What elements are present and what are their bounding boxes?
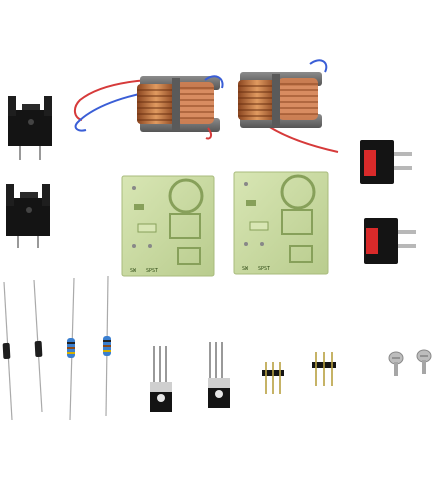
resistor-1 [67, 277, 75, 421]
rocker-switch-bottom [364, 218, 416, 264]
pcb-left: SW SPST [121, 175, 215, 277]
transistor-2 [208, 342, 230, 408]
heatsink-top [8, 96, 52, 160]
diode-2 [33, 279, 43, 413]
rocker-switch-top [360, 140, 412, 184]
transformer-right [238, 59, 339, 153]
resistor-2 [103, 275, 111, 417]
heatsink-bottom [6, 184, 50, 248]
pcb-left-label-sw: SW [130, 268, 137, 274]
screw-1 [388, 351, 404, 376]
pcb-left-label-spst: SPST [146, 268, 158, 274]
pin-header-1 [262, 362, 284, 394]
pcb-right: SW SPST [233, 171, 329, 275]
pcb-right-label-sw: SW [242, 266, 249, 272]
transformer-left [74, 75, 224, 140]
diode-1 [2, 281, 13, 421]
screw-2 [416, 349, 432, 374]
pcb-right-label-spst: SPST [258, 266, 270, 272]
transistor-1 [150, 346, 172, 412]
pin-header-2 [312, 352, 336, 386]
